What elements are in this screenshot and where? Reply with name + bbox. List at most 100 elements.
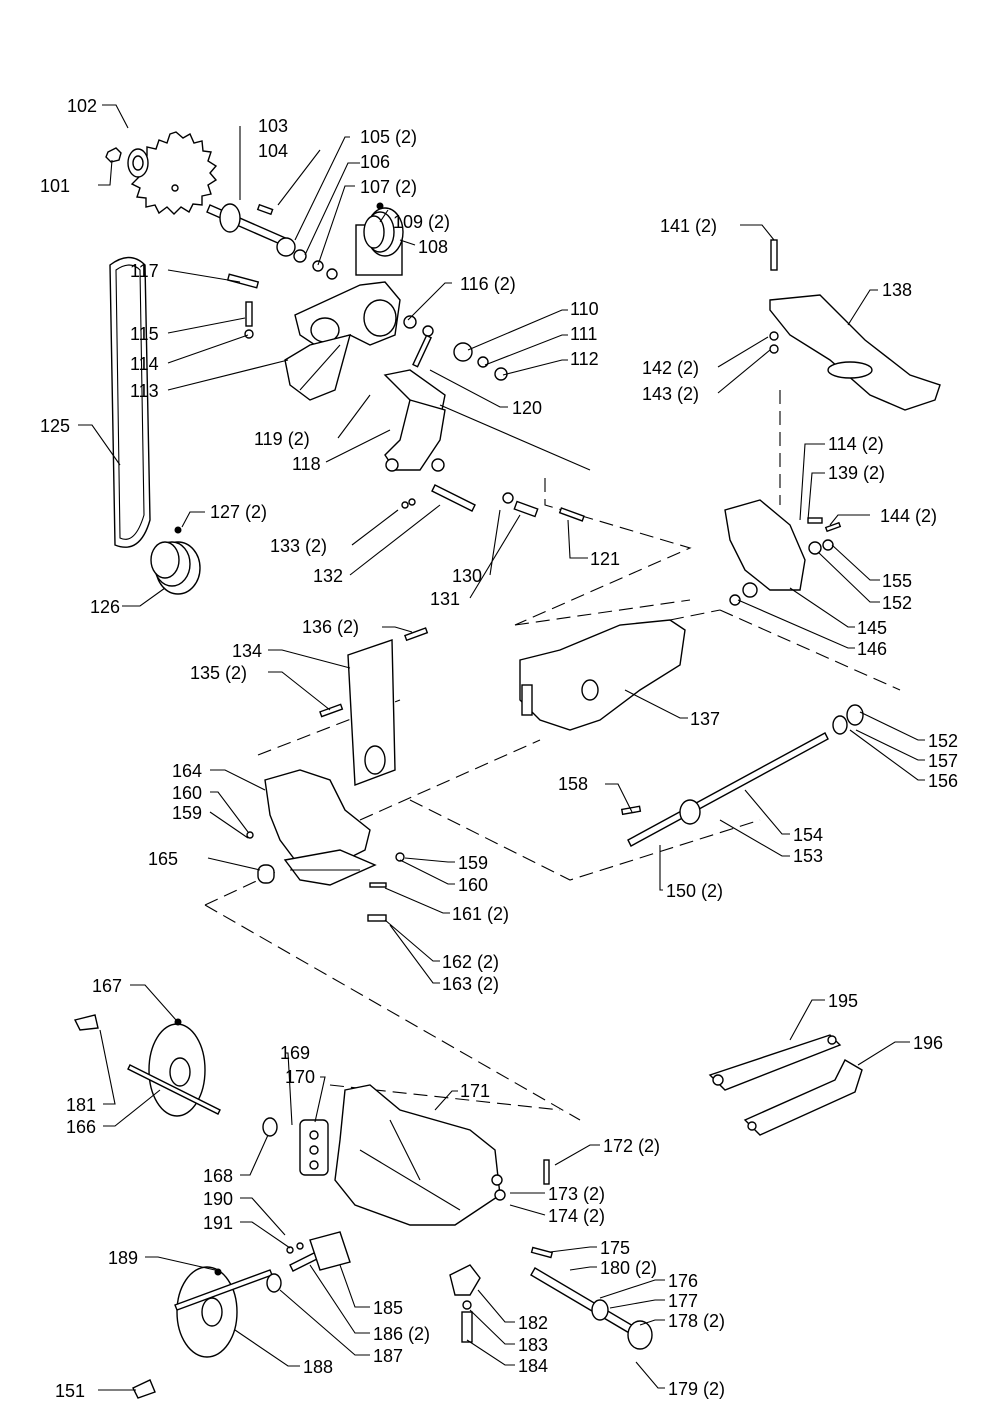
label-117: 117 — [130, 261, 159, 281]
label-114b: 114 (2) — [828, 434, 884, 454]
arbor-bracket — [284, 281, 401, 401]
label-195: 195 — [828, 991, 858, 1011]
label-176: 176 — [668, 1271, 698, 1291]
label-142: 142 (2) — [642, 358, 699, 378]
trunnion-side-plate — [724, 499, 842, 606]
label-107: 107 (2) — [360, 177, 417, 197]
label-135: 135 (2) — [190, 663, 247, 683]
label-130: 130 — [452, 566, 482, 586]
label-151: 151 — [55, 1381, 85, 1401]
label-109: 109 (2) — [393, 212, 450, 232]
label-155: 155 — [882, 571, 912, 591]
trunnion-pins — [401, 484, 585, 522]
label-183: 183 — [518, 1335, 548, 1355]
label-141: 141 (2) — [660, 216, 717, 236]
label-180: 180 (2) — [600, 1258, 657, 1278]
label-172: 172 (2) — [603, 1136, 660, 1156]
label-131: 131 — [430, 589, 460, 609]
front-trunnion — [519, 619, 686, 731]
label-126: 126 — [90, 597, 120, 617]
label-150: 150 (2) — [666, 881, 723, 901]
label-158: 158 — [558, 774, 588, 794]
label-171: 171 — [460, 1081, 490, 1101]
label-187: 187 — [373, 1346, 403, 1366]
label-164: 164 — [172, 761, 202, 781]
label-196: 196 — [913, 1033, 943, 1053]
label-146: 146 — [857, 639, 887, 659]
arbor-bearings — [403, 315, 508, 381]
label-120: 120 — [512, 398, 542, 418]
label-166: 166 — [66, 1117, 96, 1137]
rear-trunnion-bracket — [769, 239, 941, 411]
pinion-bracket — [299, 1119, 329, 1176]
label-113: 113 — [130, 381, 159, 401]
label-154: 154 — [793, 825, 823, 845]
label-188: 188 — [303, 1357, 333, 1377]
label-186: 186 (2) — [373, 1324, 430, 1344]
label-156: 156 — [928, 771, 958, 791]
label-168: 168 — [203, 1166, 233, 1186]
label-134: 134 — [232, 641, 262, 661]
handwheel-upper — [73, 1014, 278, 1137]
label-190: 190 — [203, 1189, 233, 1209]
open-end-wrench — [743, 1059, 863, 1136]
label-161: 161 (2) — [452, 904, 509, 924]
arbor-nut-washer — [105, 147, 149, 178]
label-133: 133 (2) — [270, 536, 327, 556]
label-160b: 160 — [458, 875, 488, 895]
label-116: 116 (2) — [460, 274, 516, 294]
label-138: 138 — [882, 280, 912, 300]
assembly-dashed-lines — [204, 390, 901, 1121]
trunnion-arm — [383, 334, 591, 472]
label-111: 111 — [570, 324, 597, 344]
label-177: 177 — [668, 1291, 698, 1311]
arbor-pulley — [355, 202, 404, 276]
label-162: 162 (2) — [442, 952, 499, 972]
label-185: 185 — [373, 1298, 403, 1318]
label-125: 125 — [40, 416, 70, 436]
label-178: 178 (2) — [668, 1311, 725, 1331]
label-179: 179 (2) — [668, 1379, 725, 1399]
label-184: 184 — [518, 1356, 548, 1376]
label-189: 189 — [108, 1248, 138, 1268]
label-118: 118 — [292, 454, 321, 474]
label-159b: 159 — [458, 853, 488, 873]
label-115: 115 — [130, 324, 159, 344]
label-127: 127 (2) — [210, 502, 267, 522]
splitter-plate — [319, 627, 429, 786]
label-160a: 160 — [172, 783, 202, 803]
label-114: 114 — [130, 354, 159, 374]
small-fasteners-arbor — [226, 273, 260, 339]
label-182: 182 — [518, 1313, 548, 1333]
label-152b: 152 — [928, 731, 958, 751]
arbor-shaft — [206, 203, 338, 280]
label-132: 132 — [313, 566, 343, 586]
label-159a: 159 — [172, 803, 202, 823]
elevation-bracket — [449, 1264, 481, 1343]
arbor-wrench — [708, 1034, 842, 1091]
label-139: 139 (2) — [828, 463, 885, 483]
label-108: 108 — [418, 237, 448, 257]
label-152a: 152 — [882, 593, 912, 613]
label-137: 137 — [690, 709, 720, 729]
label-112: 112 — [570, 349, 599, 369]
motor-pulley — [150, 526, 201, 595]
base-cradle — [334, 1084, 550, 1226]
label-101: 101 — [40, 176, 70, 196]
label-167: 167 — [92, 976, 122, 996]
label-191: 191 — [203, 1213, 233, 1233]
label-181: 181 — [66, 1095, 96, 1115]
bevel-lead-screw — [620, 704, 864, 847]
label-102: 102 — [67, 96, 97, 116]
label-144: 144 (2) — [880, 506, 937, 526]
front-trunnion-bracket — [246, 769, 405, 922]
elevation-lead-screw — [530, 1246, 653, 1350]
label-163: 163 (2) — [442, 974, 499, 994]
lower-gear-shaft — [286, 1231, 351, 1272]
label-173: 173 (2) — [548, 1184, 605, 1204]
label-175: 175 — [600, 1238, 630, 1258]
label-169: 169 — [280, 1043, 310, 1063]
leader-lines — [78, 104, 925, 1391]
drive-belt — [109, 256, 151, 548]
